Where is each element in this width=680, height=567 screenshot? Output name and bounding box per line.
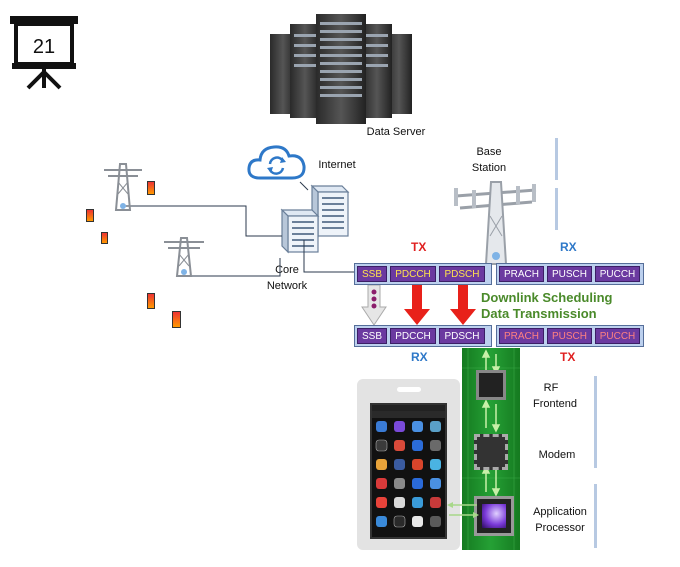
phone-screen (370, 403, 447, 539)
data-server-icon (268, 14, 414, 126)
ue-tx-prach-block: PRACH (499, 328, 544, 344)
base-station-bracket-upper (555, 138, 558, 180)
application-processor-label-line2: Processor (535, 522, 585, 534)
base-station-tx-channel-bar: SSB PDCCH PDSCH (354, 263, 492, 285)
data-server-label: Data Server (366, 126, 426, 138)
ue-rx-channel-bar: SSB PDCCH PDSCH (354, 325, 492, 347)
bs-tx-pdsch-block: PDSCH (439, 266, 485, 282)
ue-rx-pdsch-block: PDSCH (439, 328, 485, 344)
modem-chip-icon (474, 434, 508, 470)
base-station-tower-icon (446, 176, 546, 266)
base-station-rx-channel-bar: PRACH PUSCH PUCCH (496, 263, 644, 285)
ue-rx-ssb-block: SSB (357, 328, 387, 344)
phone-icon-3 (101, 232, 108, 244)
modem-label: Modem (538, 449, 576, 461)
processor-die (482, 504, 506, 528)
phone-icon-5 (172, 311, 181, 328)
rf-frontend-label-line2: Frontend (532, 398, 578, 410)
base-station-bracket-lower (555, 188, 558, 230)
base-station-label-line1: Base (476, 146, 502, 158)
ue-tx-channel-bar: PRACH PUSCH PUCCH (496, 325, 644, 347)
cell-tower-icon-2 (160, 236, 208, 278)
downlink-annotation-line1: Downlink Scheduling (481, 290, 613, 305)
bs-tx-ssb-block: SSB (357, 266, 387, 282)
rf-frontend-bracket (594, 376, 597, 468)
ue-tx-pusch-block: PUSCH (547, 328, 592, 344)
cell-tower-icon-1 (100, 162, 146, 212)
base-station-rx-label: RX (560, 240, 577, 254)
ue-rx-label: RX (411, 350, 428, 364)
internet-cloud-icon (246, 142, 308, 182)
bs-rx-prach-block: PRACH (499, 266, 544, 282)
application-processor-label-line1: Application (533, 506, 587, 518)
smartphone-device (357, 379, 460, 550)
phone-icon-4 (147, 293, 155, 309)
phone-icon-2 (86, 209, 94, 222)
phone-board-links (447, 502, 479, 518)
ue-tx-label: TX (560, 350, 576, 364)
rf-frontend-chip-icon (476, 370, 506, 400)
base-station-tx-label: TX (411, 240, 427, 254)
bs-tx-pdcch-block: PDCCH (390, 266, 436, 282)
core-network-icon (278, 182, 350, 254)
ue-rx-pdcch-block: PDCCH (390, 328, 436, 344)
downlink-annotation-line2: Data Transmission (481, 306, 597, 321)
slide-number: 21 (32, 36, 56, 58)
phone-icon-1 (147, 181, 155, 195)
ue-tx-pucch-block: PUCCH (595, 328, 640, 344)
bs-rx-pusch-block: PUSCH (547, 266, 592, 282)
core-network-label-line2: Network (266, 280, 308, 292)
downlink-arrows (361, 285, 476, 326)
app-processor-bracket (594, 484, 597, 548)
presentation-icon (8, 14, 80, 90)
base-station-label-line2: Station (471, 162, 507, 174)
internet-label: Internet (318, 159, 356, 171)
core-network-label-line1: Core (275, 264, 299, 276)
phone-speaker (397, 387, 421, 392)
bs-rx-pucch-block: PUCCH (595, 266, 640, 282)
rf-frontend-label-line1: RF (543, 382, 559, 394)
